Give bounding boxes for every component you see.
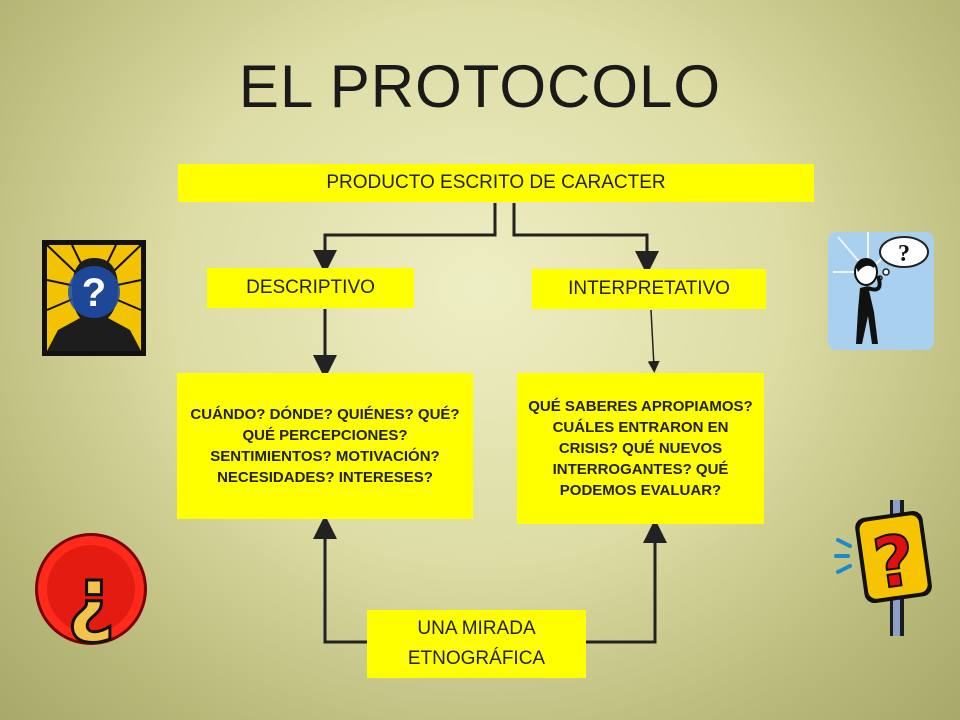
- svg-text:?: ?: [898, 241, 910, 267]
- thinking-person-question-icon: ?: [828, 232, 934, 350]
- descriptive-box: DESCRIPTIVO: [207, 268, 414, 308]
- slide-title: EL PROTOCOLO: [238, 53, 722, 120]
- connector-root-descriptive: [313, 203, 497, 274]
- descriptive-questions-box: CUÁNDO? DÓNDE? QUIÉNES? QUÉ? QUÉ PERCEPC…: [177, 373, 473, 519]
- connector-bottom-right: [586, 519, 667, 644]
- connector-interpretative-questions: [647, 309, 660, 373]
- ethnographic-box: UNA MIRADA ETNOGRÁFICA: [367, 610, 586, 678]
- interpretative-questions-box: QUÉ SABERES APROPIAMOS?CUÁLES ENTRARON E…: [517, 373, 764, 524]
- root-box: PRODUCTO ESCRITO DE CARACTER: [178, 164, 814, 202]
- interpretative-box: INTERPRETATIVO: [532, 269, 766, 309]
- connector-bottom-left: [313, 515, 367, 644]
- question-sign-post-icon: ?: [834, 500, 932, 636]
- connector-root-interpretative: [512, 203, 659, 275]
- silhouette-question-icon: ?: [42, 240, 146, 356]
- svg-text:?: ?: [82, 271, 106, 315]
- svg-text:¿: ¿: [67, 548, 116, 646]
- inverted-question-red-button-icon: ¿: [35, 533, 147, 646]
